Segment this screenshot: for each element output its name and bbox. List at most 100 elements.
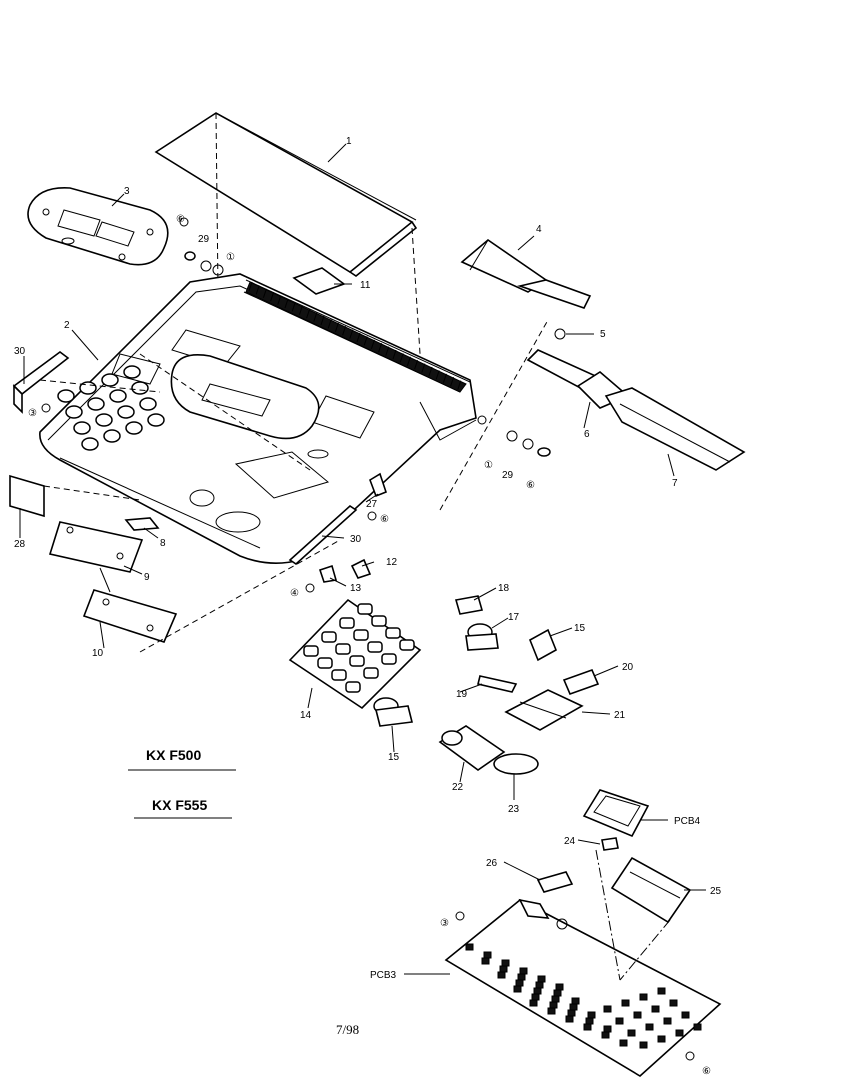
model-name-1: KX F500 <box>146 747 201 763</box>
pcb-pad <box>657 987 666 995</box>
part-2-main-housing <box>39 273 487 564</box>
housing-key <box>123 365 141 379</box>
callout-20: 20 <box>622 662 634 673</box>
part-19-lever <box>477 675 518 693</box>
callout-22: 22 <box>452 782 464 793</box>
pcb-pad <box>663 1017 672 1025</box>
callout-7: 7 <box>672 478 678 489</box>
key-mat-button <box>317 657 333 669</box>
pcb-pad <box>669 999 678 1007</box>
part-14-key-mat <box>288 598 422 710</box>
key-mat-button <box>339 617 355 629</box>
screw-mark-4: ④ <box>290 588 299 599</box>
pcb-pad <box>529 999 538 1007</box>
grille-rib <box>320 315 325 326</box>
part-26-connector <box>536 871 574 893</box>
housing-key <box>95 413 113 427</box>
part-25-holder <box>610 856 692 924</box>
pcb-pad <box>583 1023 592 1031</box>
callout-6: 6 <box>584 429 590 440</box>
pcb-pad <box>587 1011 596 1019</box>
callout-23: 23 <box>508 804 520 815</box>
part-9-plate <box>48 521 144 573</box>
key-mat-button <box>331 669 347 681</box>
key-mat-button <box>371 615 387 627</box>
screw-mark-9: ③ <box>440 918 449 929</box>
grille-rib <box>442 373 447 383</box>
part-11-pad <box>292 267 346 295</box>
pcb-pad <box>571 997 580 1005</box>
callout-25: 25 <box>710 886 722 897</box>
key-mat-button <box>357 603 373 615</box>
pcb-pad <box>567 1009 576 1017</box>
grille-rib <box>284 298 289 309</box>
pcb-pad <box>601 1031 610 1039</box>
grille-rib <box>270 292 275 302</box>
key-mat-button <box>303 645 319 657</box>
pcb-pad <box>553 989 562 997</box>
grille-rib <box>450 377 455 387</box>
pcb-pad <box>517 973 526 981</box>
leader-lines <box>19 143 706 975</box>
housing-key <box>101 373 119 387</box>
part-7-arm <box>604 387 746 471</box>
grille-rib <box>349 329 354 339</box>
callout-1: 1 <box>346 136 352 147</box>
part-15-button <box>373 697 413 727</box>
screw-mark-8: ⑥ <box>702 1066 711 1077</box>
part-24-spacer <box>601 837 619 851</box>
callout-11: 11 <box>360 280 371 291</box>
pcb3-board <box>444 898 722 1077</box>
page-footer: 7/98 <box>336 1022 359 1037</box>
callout-12: 12 <box>386 557 398 568</box>
callout-18: 18 <box>498 583 510 594</box>
housing-key <box>103 429 121 443</box>
callout-labels: 1 2 3 4 5 6 7 8 9 10 11 12 13 14 15 15 1… <box>14 136 722 981</box>
housing-key <box>65 405 83 419</box>
pcb-pad <box>619 1039 628 1047</box>
grille-rib <box>262 288 267 298</box>
callout-9: 9 <box>144 572 150 583</box>
callout-5: 5 <box>600 329 606 340</box>
pcb-pad <box>693 1023 702 1031</box>
pcb-pad <box>615 1017 624 1025</box>
housing-key <box>109 389 127 403</box>
callout-19: 19 <box>456 689 468 700</box>
grille-rib <box>370 339 375 349</box>
pcb-pad <box>603 1025 612 1033</box>
model-name-2: KX F555 <box>152 797 207 813</box>
pcb-pad <box>639 1041 648 1049</box>
grille-rib <box>342 326 347 336</box>
pcb-pad <box>483 951 492 959</box>
screws <box>41 217 695 1061</box>
screw-mark-5: ⑥ <box>176 214 185 225</box>
grille-rib <box>298 305 303 315</box>
pcb-pad <box>533 987 542 995</box>
housing-key <box>73 421 91 435</box>
grille-rib <box>399 353 404 363</box>
part-17-knob <box>465 623 499 651</box>
grille-rib <box>421 363 426 373</box>
pcb4-board <box>582 789 650 838</box>
grille-rib <box>428 366 433 377</box>
housing-key <box>57 389 75 403</box>
grille-rib <box>327 319 332 329</box>
pcb-pad <box>515 979 524 987</box>
key-mat-button <box>385 627 401 639</box>
part-28-strip <box>9 474 141 518</box>
screw-marks: ① ① ③ ④ ⑥ ⑥ ⑥ ⑥ ③ <box>28 214 711 1077</box>
part-4-bracket <box>460 238 592 309</box>
part-8-pad <box>124 517 160 531</box>
key-mat-button <box>381 653 397 665</box>
housing-key <box>81 437 99 451</box>
housing-key <box>87 397 105 411</box>
callout-10: 10 <box>92 648 104 659</box>
grille-rib <box>334 322 339 332</box>
part-13-clip <box>318 564 338 583</box>
part-20-connector <box>562 668 600 696</box>
callout-17: 17 <box>508 612 520 623</box>
grille-rib <box>306 309 311 319</box>
grille-rib <box>435 370 440 380</box>
key-mat-button <box>349 655 365 667</box>
